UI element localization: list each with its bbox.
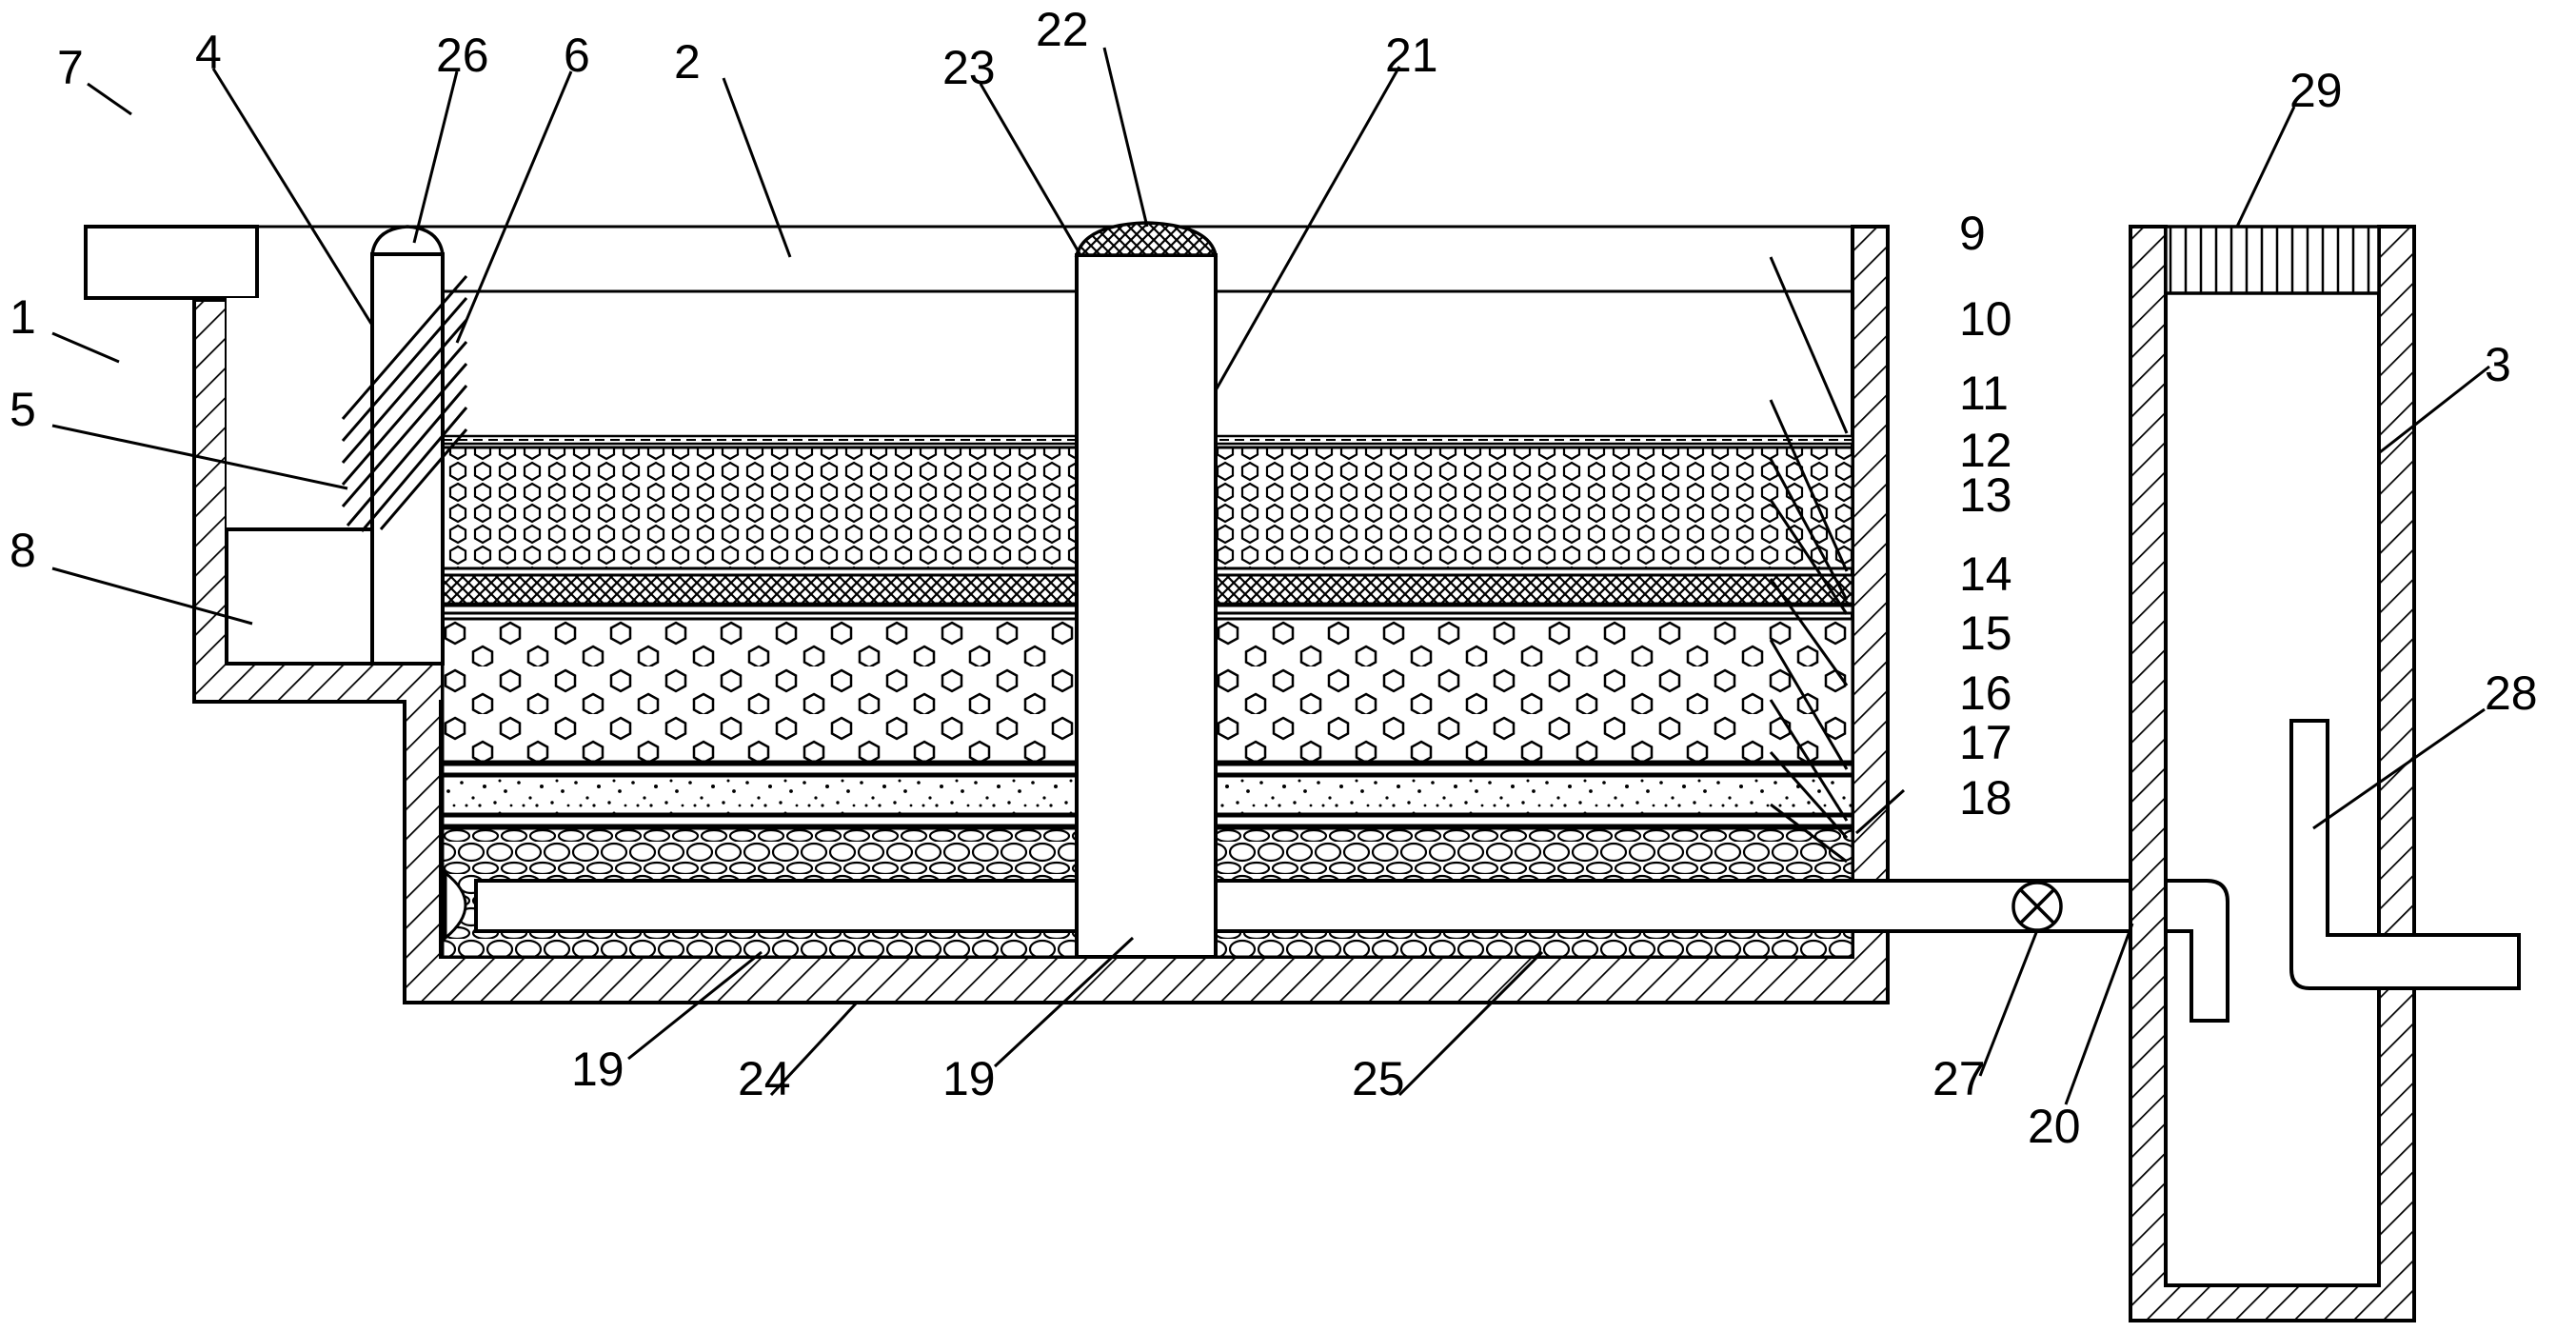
label-21: 21 — [1385, 29, 1438, 82]
label-23: 23 — [942, 41, 996, 94]
label-29: 29 — [2289, 64, 2343, 117]
inlet-7 — [84, 225, 259, 300]
label-3: 3 — [2485, 338, 2511, 391]
cap-26 — [369, 225, 446, 256]
pipe-28 — [2289, 719, 2521, 990]
label-13: 13 — [1959, 468, 2012, 522]
inlet-section — [84, 225, 468, 666]
label-22: 22 — [1036, 3, 1089, 56]
chamber-1 — [227, 298, 372, 529]
label-14: 14 — [1959, 547, 2012, 601]
screen-5-6 — [341, 275, 468, 532]
tank-3 — [2129, 225, 2521, 1322]
vent-29 — [2164, 225, 2381, 295]
chamber-8 — [225, 527, 374, 666]
label-9: 9 — [1959, 207, 1986, 260]
leader-lines — [51, 47, 2490, 1105]
valve-27-icon — [2011, 881, 2063, 932]
part-labels: 7 4 26 6 2 23 22 21 29 1 5 8 9 10 11 12 … — [10, 3, 2538, 1153]
label-19-left: 19 — [571, 1043, 624, 1096]
label-26: 26 — [436, 29, 489, 82]
label-4: 4 — [195, 26, 222, 79]
label-10: 10 — [1959, 292, 2012, 346]
label-16: 16 — [1959, 666, 2012, 720]
label-28: 28 — [2485, 666, 2538, 720]
pipe-19 — [474, 879, 2229, 1023]
label-7: 7 — [57, 41, 84, 94]
label-6: 6 — [564, 29, 590, 82]
label-27: 27 — [1932, 1052, 1986, 1105]
label-18: 18 — [1959, 771, 2012, 825]
label-19-center: 19 — [942, 1052, 996, 1105]
label-20: 20 — [2028, 1100, 2081, 1153]
label-15: 15 — [1959, 606, 2012, 660]
label-24: 24 — [738, 1052, 791, 1105]
label-17: 17 — [1959, 716, 2012, 769]
label-8: 8 — [10, 524, 36, 577]
label-5: 5 — [10, 383, 36, 436]
label-1: 1 — [10, 290, 36, 344]
label-25: 25 — [1352, 1052, 1405, 1105]
label-2: 2 — [674, 35, 701, 89]
label-11: 11 — [1959, 367, 2009, 420]
label-12: 12 — [1959, 424, 2012, 477]
central-column-21 — [1074, 221, 1219, 959]
